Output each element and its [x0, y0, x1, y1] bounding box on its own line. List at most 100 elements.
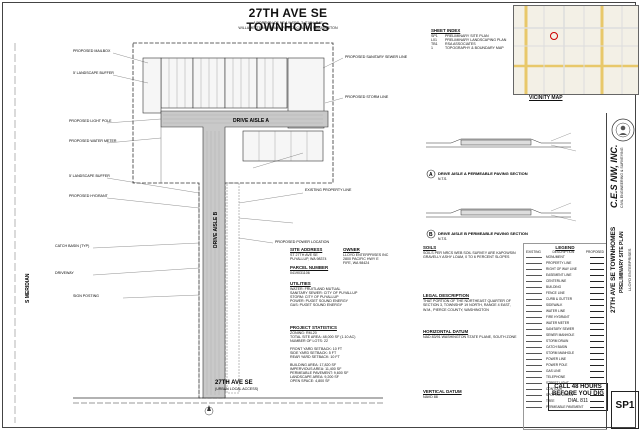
tb-project: 27TH AVE SE TOWNHOMES — [610, 226, 617, 313]
legend-row: PERMEABLE PAVEMENT — [524, 404, 606, 410]
sheet-number-box: SP1 — [611, 391, 639, 429]
owner-heading: OWNER — [343, 247, 360, 252]
legend-row: TREE — [524, 398, 606, 404]
callout-11: EXISTING PROPERTY LINE — [305, 188, 352, 192]
callout-7: DRIVEWAY — [55, 271, 74, 275]
stat-row: NUMBER OF LOTS: 22 — [290, 339, 328, 343]
legend-row: POWER LINE — [524, 356, 606, 362]
stat-row: PERMEABLE PAVEMENT: 9,600 SF — [290, 371, 349, 375]
sheet-number: SP1 — [615, 400, 635, 411]
section-b-title: DRIVE AISLE B PERMEABLE PAVING SECTION — [438, 231, 528, 236]
parcel-heading: PARCEL NUMBER — [290, 265, 329, 270]
legend-row: PROPERTY LINE — [524, 260, 606, 266]
stat-row: REAR YARD SETBACK: 10 FT — [290, 355, 340, 359]
legend-row: CONTOUR — [524, 386, 606, 392]
callout-10: PROPOSED STORM LINE — [345, 95, 389, 99]
legal-description-text: THAT PORTION OF THE NORTHEAST QUARTER OF… — [423, 299, 511, 312]
vicinity-map-title: VICINITY MAP — [529, 95, 563, 101]
legend-row: MONUMENT — [524, 254, 606, 260]
vicinity-map — [513, 5, 639, 95]
svg-text:A: A — [429, 172, 433, 178]
legend-heading: LEGEND — [555, 245, 575, 250]
legend-row: EASEMENT LINE — [524, 272, 606, 278]
section-b-scale: N.T.S. — [438, 237, 447, 241]
callout-0: PROPOSED MAILBOX — [73, 49, 111, 53]
sheet-index-heading: SHEET INDEX — [431, 28, 461, 33]
legend-row: WATER METER — [524, 320, 606, 326]
legend-row: CURB & GUTTER — [524, 296, 606, 302]
legend-row: POWER POLE — [524, 362, 606, 368]
legend-row: FENCE LINE — [524, 290, 606, 296]
callout-5: PROPOSED HYDRANT — [69, 194, 109, 198]
building-footprints — [142, 57, 325, 162]
engineer-seal-icon — [611, 118, 635, 142]
owner-line-2: 2800 PACIFIC HWY E — [343, 257, 379, 261]
callout-4: 5' LANDSCAPE BUFFER — [69, 174, 110, 178]
title-block: C.E.S NW, INC. CIVIL ENGINEERING & SURVE… — [606, 113, 640, 429]
soils-text: SOILS PER NRCS WEB SOIL SURVEY ARE KAPOW… — [423, 251, 516, 260]
project-stats-heading: PROJECT STATISTICS — [290, 325, 337, 330]
subtitle-line-1: A PORTION OF NE 1/4 SEC. 3, T19N, R4E — [253, 21, 323, 25]
stat-row: IMPERVIOUS AREA: 11,400 SF — [290, 367, 342, 371]
site-address-line-1: ST 27TH AVE SE — [290, 253, 318, 257]
owner-line-1: LLOYD ENTERPRISES INC — [343, 253, 389, 257]
section-a-title: DRIVE AISLE A PERMEABLE PAVING SECTION — [438, 171, 528, 176]
utility-row: GAS: PUGET SOUND ENERGY — [290, 303, 343, 307]
legend-row: STORM MANHOLE — [524, 350, 606, 356]
callout-2: PROPOSED LIGHT POLE — [69, 119, 112, 123]
callout-8: SIGN POSTING — [73, 294, 99, 298]
street-meridian-label: S MERIDIAN — [25, 273, 31, 303]
legend-row: SIDEWALK — [524, 302, 606, 308]
owner-line-3: FIFE, WA 98424 — [343, 261, 370, 265]
callout-9: PROPOSED SANITARY SEWER LINE — [345, 55, 408, 59]
stat-row: ZONING: RM-20 — [290, 331, 317, 335]
tb-sheet-name: PRELIMINARY SITE PLAN — [619, 231, 625, 293]
utility-row: SANITARY SEWER: CITY OF PUYALLUP — [290, 291, 358, 295]
legend-row: GAS LINE — [524, 368, 606, 374]
utility-row: STORM: CITY OF PUYALLUP — [290, 295, 339, 299]
vertical-datum-text: NAVD 88 — [423, 395, 438, 399]
callout-3: PROPOSED WATER METER — [69, 139, 117, 143]
call-before-you-dig: CALL 48 HOURS BEFORE YOU DIG DIAL 811 — [548, 383, 608, 411]
stat-row: FRONT YARD SETBACK: 10 FT — [290, 347, 343, 351]
stat-row: OPEN SPACE: 4,800 SF — [290, 379, 330, 383]
callout-12: PROPOSED POWER LOCATION — [275, 240, 329, 244]
legend-row: SANITARY SEWER — [524, 326, 606, 332]
horizontal-datum-heading: HORIZONTAL DATUM — [423, 329, 469, 334]
section-a-marker — [426, 169, 436, 179]
site-plan-drawing: DRIVE AISLE A DRIVE AISLE B 27TH AVE SE … — [14, 42, 408, 423]
legend-row: FIRE HYDRANT — [524, 314, 606, 320]
legend-row: CENTERLINE — [524, 278, 606, 284]
firm-sub: CIVIL ENGINEERING & SURVEYING — [620, 147, 624, 208]
drive-aisle-b-label: DRIVE AISLE B — [213, 211, 219, 248]
utilities-heading: UTILITIES — [290, 281, 311, 286]
vertical-datum-heading: VERTICAL DATUM — [423, 389, 462, 394]
callout-6: CATCH BASIN (TYP) — [55, 244, 89, 248]
legend-row: SEWER MANHOLE — [524, 332, 606, 338]
subtitle-line-2: WILLAMETTE MERIDIAN, PIERCE COUNTY, WASH… — [238, 26, 338, 30]
parcel-value: 0419031106 — [290, 271, 310, 275]
section-a-scale: N.T.S. — [438, 177, 447, 181]
utility-row: POWER: PUGET SOUND ENERGY — [290, 299, 349, 303]
stat-row: BUILDING AREA: 17,820 SF — [290, 363, 337, 367]
legend-row: SPOT ELEVATION — [524, 392, 606, 398]
legend-row: RIGHT OF WAY LINE — [524, 266, 606, 272]
legend-row: TELEPHONE — [524, 374, 606, 380]
utility-row: WATER: FRUITLAND MUTUAL — [290, 287, 341, 291]
soils-heading: SOILS — [423, 245, 437, 250]
stat-row: SIDE YARD SETBACK: 5 FT — [290, 351, 337, 355]
legend-row: WATER LINE — [524, 308, 606, 314]
site-address-heading: SITE ADDRESS — [290, 247, 323, 252]
callout-1: 5' LANDSCAPE BUFFER — [73, 71, 114, 75]
project-title: 27TH AVE SE TOWNHOMES — [246, 6, 330, 34]
legend-row: BUILDING — [524, 284, 606, 290]
section-b-marker — [426, 229, 436, 239]
street-27th-sub: (URBAN LOCAL ACCESS) — [215, 387, 258, 391]
drive-aisle-a-label: DRIVE AISLE A — [233, 118, 269, 124]
